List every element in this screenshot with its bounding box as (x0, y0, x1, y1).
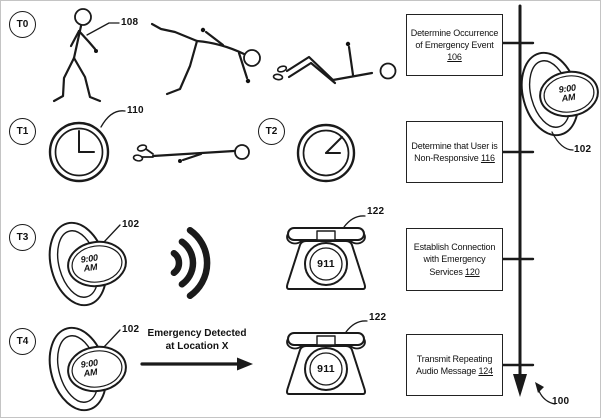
timeline-arrow-icon (499, 4, 535, 397)
step-last-line: Audio Message 124 (415, 366, 494, 376)
step-box-transmit-audio: Transmit Repeating Audio Message 124 (406, 334, 503, 396)
ref-122-label: 122 (367, 206, 385, 217)
step-last-line: Services 120 (429, 266, 480, 277)
time-marker-t4: T4 (9, 328, 36, 355)
sound-waves-icon (170, 226, 211, 300)
step-last-line: Non-Responsive 116 (414, 153, 495, 163)
step-ref: 116 (480, 153, 495, 163)
step-box-establish-connection: Establish Connection with Emergency Serv… (406, 228, 503, 291)
ref-102-label: 102 (122, 324, 140, 335)
ref-100-pointer-icon (535, 382, 556, 405)
ref-102-label: 102 (574, 144, 592, 155)
time-marker-t0: T0 (9, 11, 36, 38)
step-last-line: 106 (447, 51, 462, 63)
leader-lines (86, 22, 574, 348)
lying-person-arm-raised-icon (272, 41, 397, 85)
ref-108-label: 108 (121, 17, 139, 28)
step-label: Determine Occurrence of Emergency Event (410, 27, 499, 50)
analog-clock-icon (296, 123, 356, 183)
analog-clock-icon (48, 121, 110, 183)
smartwatch-icon (511, 45, 600, 143)
ref-110-label: 110 (127, 105, 144, 116)
step-ref: 120 (465, 266, 480, 277)
step-box-determine-emergency: Determine Occurrence of Emergency Event … (406, 14, 503, 76)
falling-person-icon (150, 22, 261, 96)
ref-122-label: 122 (369, 312, 387, 323)
step-ref: 124 (478, 366, 494, 376)
phone-dial-911: 911 (317, 258, 335, 270)
step-label: Transmit Repeating (416, 353, 493, 364)
ref-100-label: 100 (552, 396, 570, 407)
walking-person-icon (52, 8, 102, 103)
step-label: Establish Connection with Emergency (413, 242, 496, 265)
time-marker-t3: T3 (9, 224, 36, 251)
step-box-user-non-responsive: Determine that User is Non-Responsive 11… (406, 121, 503, 183)
time-marker-t1: T1 (9, 118, 36, 145)
lying-person-flat-icon (132, 144, 250, 163)
ref-102-label: 102 (122, 219, 140, 230)
phone-dial-911: 911 (317, 363, 335, 375)
right-arrow-icon (140, 357, 253, 371)
time-marker-t2: T2 (258, 118, 285, 145)
step-ref: 106 (447, 52, 462, 63)
step-label: Determine that User is (411, 140, 498, 151)
